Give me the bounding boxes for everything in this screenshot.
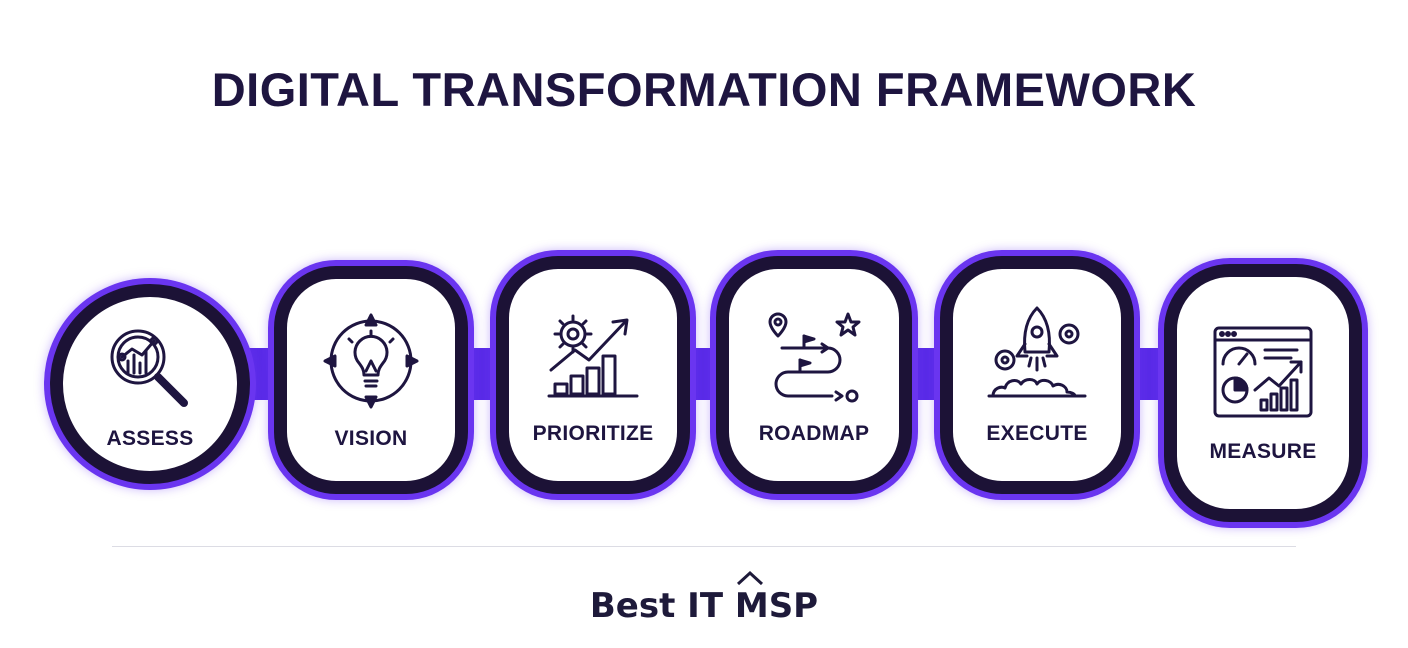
- logo-caret-icon: [736, 570, 764, 586]
- step-execute: EXECUTE: [940, 256, 1134, 494]
- gear-growth-chart-icon: [541, 304, 645, 408]
- step-measure: MEASURE: [1164, 264, 1362, 522]
- step-label: EXECUTE: [986, 422, 1088, 445]
- step-label: VISION: [334, 427, 408, 450]
- step-prioritize: PRIORITIZE: [496, 256, 690, 494]
- page-title: DIGITAL TRANSFORMATION FRAMEWORK: [211, 63, 1197, 116]
- rocket-gears-icon: [985, 304, 1089, 408]
- step-vision: VISION: [274, 266, 468, 494]
- route-flags-icon: [762, 304, 866, 408]
- divider: [112, 546, 1296, 547]
- magnifier-chart-icon: [98, 317, 202, 421]
- step-label: ROADMAP: [758, 422, 870, 445]
- brand-logo: Best IT MSP: [589, 586, 819, 626]
- step-assess: ASSESS: [50, 284, 250, 484]
- step-label: MEASURE: [1209, 440, 1317, 463]
- lightbulb-compass-icon: [319, 309, 423, 413]
- dashboard-analytics-icon: [1211, 322, 1315, 426]
- step-label: PRIORITIZE: [532, 422, 654, 445]
- step-roadmap: ROADMAP: [716, 256, 912, 494]
- step-label: ASSESS: [106, 427, 194, 450]
